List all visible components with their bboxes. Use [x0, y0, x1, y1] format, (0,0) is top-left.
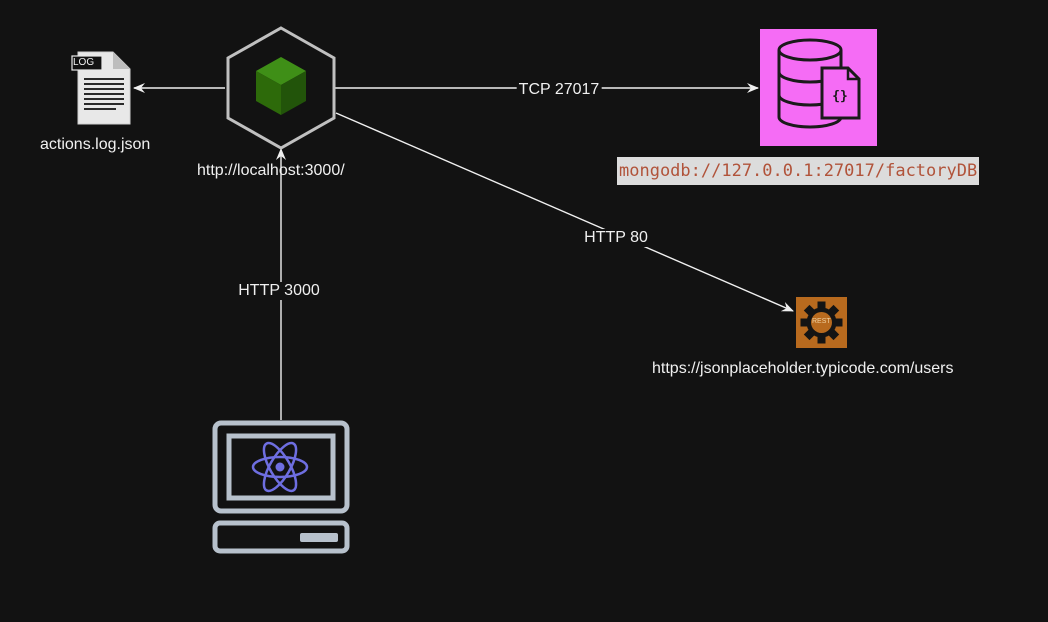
- edge-server-to-api: [335, 112, 794, 312]
- log-file-icon: [71, 51, 131, 125]
- server-url-label: http://localhost:3000/: [197, 162, 345, 179]
- svg-text:{}: {}: [832, 89, 848, 104]
- nodejs-cube-icon: [226, 26, 336, 150]
- rest-badge: REST: [812, 318, 831, 325]
- edge-label-tcp: TCP 27017: [516, 81, 602, 99]
- log-badge: LOG: [73, 57, 95, 68]
- edge-label-http-80: HTTP 80: [582, 229, 650, 247]
- database-json-icon: {}: [760, 29, 877, 146]
- log-file-label: actions.log.json: [40, 136, 151, 153]
- react-computer-icon: [212, 420, 350, 554]
- mongodb-uri-label: mongodb://127.0.0.1:27017/factoryDB: [617, 157, 980, 185]
- edge-label-http-3000: HTTP 3000: [236, 282, 322, 300]
- rest-api-url-label: https://jsonplaceholder.typicode.com/use…: [652, 360, 954, 377]
- rest-gear-icon: [796, 297, 847, 348]
